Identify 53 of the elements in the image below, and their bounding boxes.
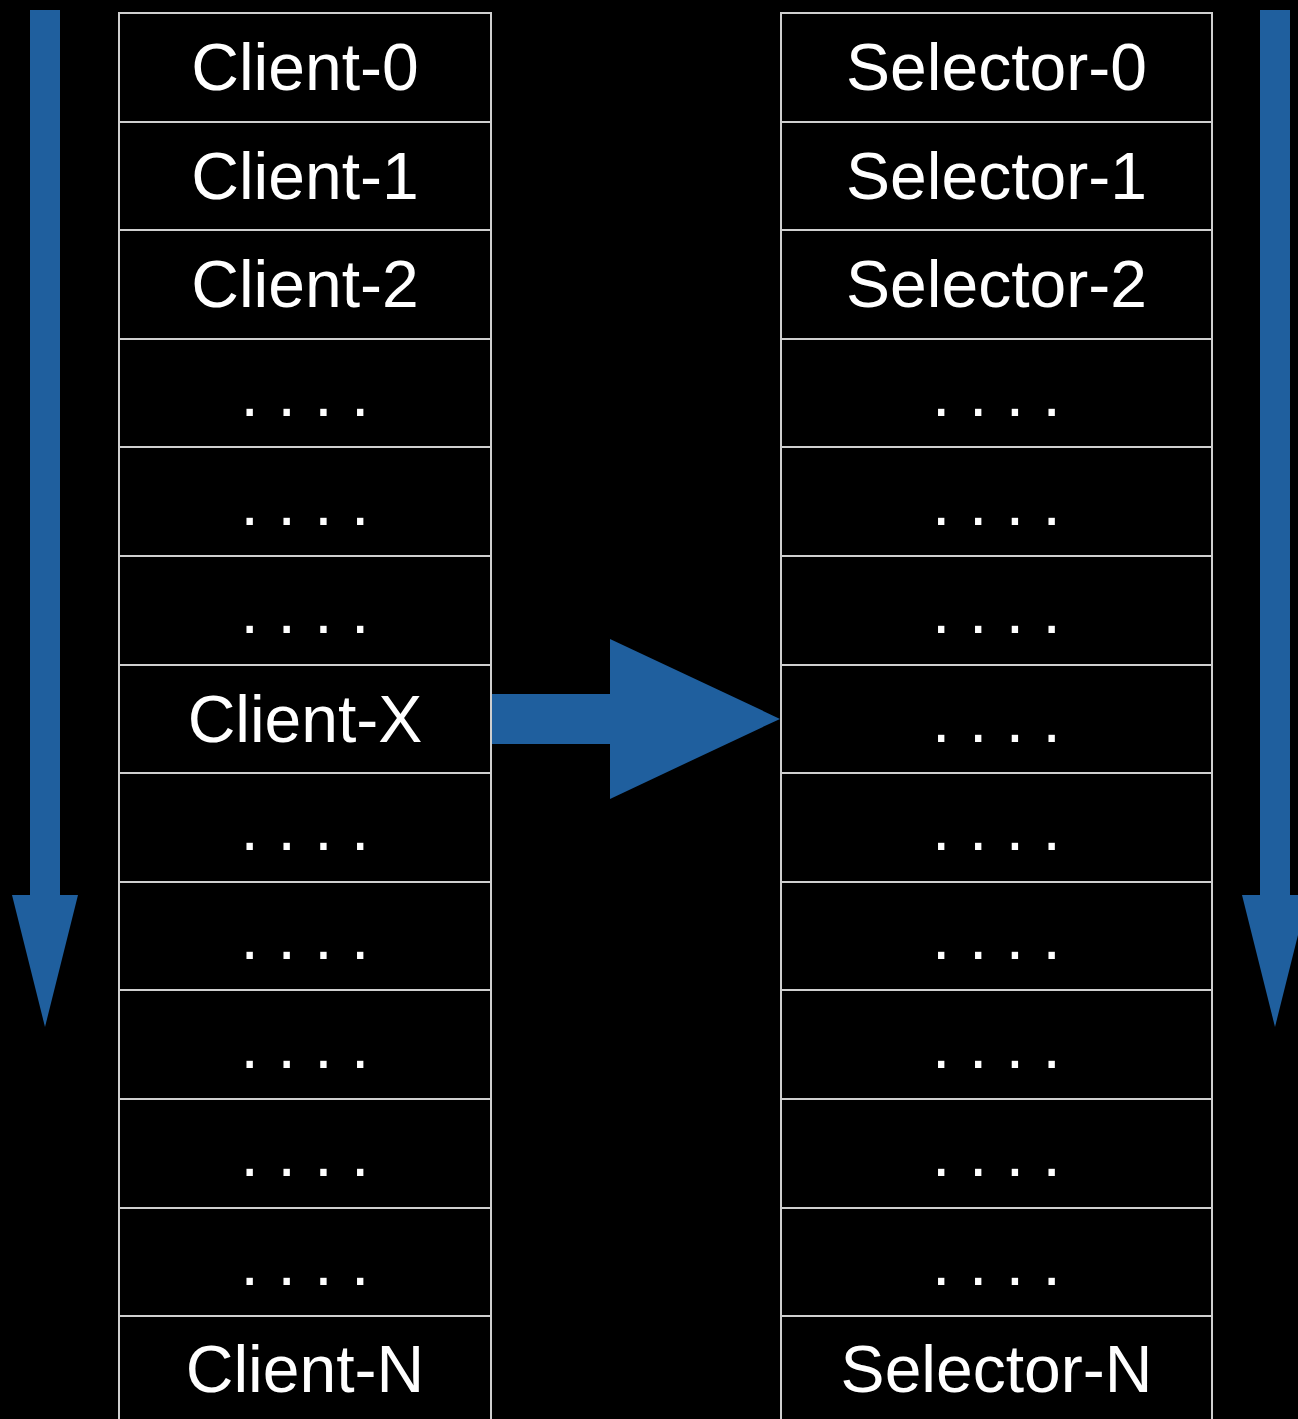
- list-cell: [780, 880, 1213, 992]
- list-cell: [118, 1206, 492, 1318]
- cell-label: ....: [240, 1120, 388, 1187]
- list-cell: [118, 989, 492, 1100]
- list-cell: [118, 12, 492, 123]
- cell-label: ....: [240, 468, 388, 535]
- cell-label: Client-0: [191, 34, 419, 101]
- list-cell: [780, 772, 1213, 883]
- list-cell: [780, 229, 1213, 340]
- list-cell: [780, 663, 1213, 775]
- cell-label: Client-N: [185, 1336, 425, 1403]
- cell-label: Selector-1: [846, 142, 1147, 209]
- cell-label: ....: [240, 794, 388, 861]
- cell-label: ....: [932, 1228, 1080, 1295]
- cell-label: ....: [932, 468, 1080, 535]
- list-cell: [780, 337, 1213, 449]
- list-cell: [780, 446, 1213, 557]
- cell-label: ....: [932, 360, 1080, 427]
- cell-label: ....: [240, 1228, 388, 1295]
- list-cell: [780, 555, 1213, 666]
- cell-label: Client-1: [191, 142, 419, 209]
- list-cell: [118, 1315, 492, 1419]
- cell-label: Selector-0: [846, 34, 1147, 101]
- cell-label: ....: [932, 1011, 1080, 1078]
- list-cell: [118, 555, 492, 666]
- list-cell: [118, 772, 492, 883]
- list-cell: [780, 1098, 1213, 1209]
- cell-label: ....: [932, 685, 1080, 752]
- cell-label: ....: [932, 1120, 1080, 1187]
- cell-label: ....: [240, 577, 388, 644]
- list-cell: [780, 120, 1213, 232]
- cell-label: ....: [932, 794, 1080, 861]
- cell-label: ....: [240, 903, 388, 970]
- list-cell: [118, 663, 492, 775]
- list-cell: [118, 446, 492, 557]
- block-arrow: [492, 638, 780, 799]
- list-cell: [118, 880, 492, 992]
- list-cell: [118, 229, 492, 340]
- list-cell: [118, 1098, 492, 1209]
- cell-label: ....: [932, 903, 1080, 970]
- cell-label: Selector-N: [840, 1336, 1153, 1403]
- cell-label: Client-X: [187, 685, 423, 752]
- cell-label: Selector-2: [846, 251, 1147, 318]
- list-cell: [780, 1206, 1213, 1318]
- list-cell: [118, 337, 492, 449]
- list-cell: [118, 120, 492, 232]
- list-cell: [780, 1315, 1213, 1419]
- cell-label: ....: [932, 577, 1080, 644]
- list-cell: [780, 12, 1213, 123]
- cell-label: Client-2: [191, 251, 419, 318]
- cell-label: ....: [240, 1011, 388, 1078]
- list-cell: [780, 989, 1213, 1100]
- cell-label: ....: [240, 360, 388, 427]
